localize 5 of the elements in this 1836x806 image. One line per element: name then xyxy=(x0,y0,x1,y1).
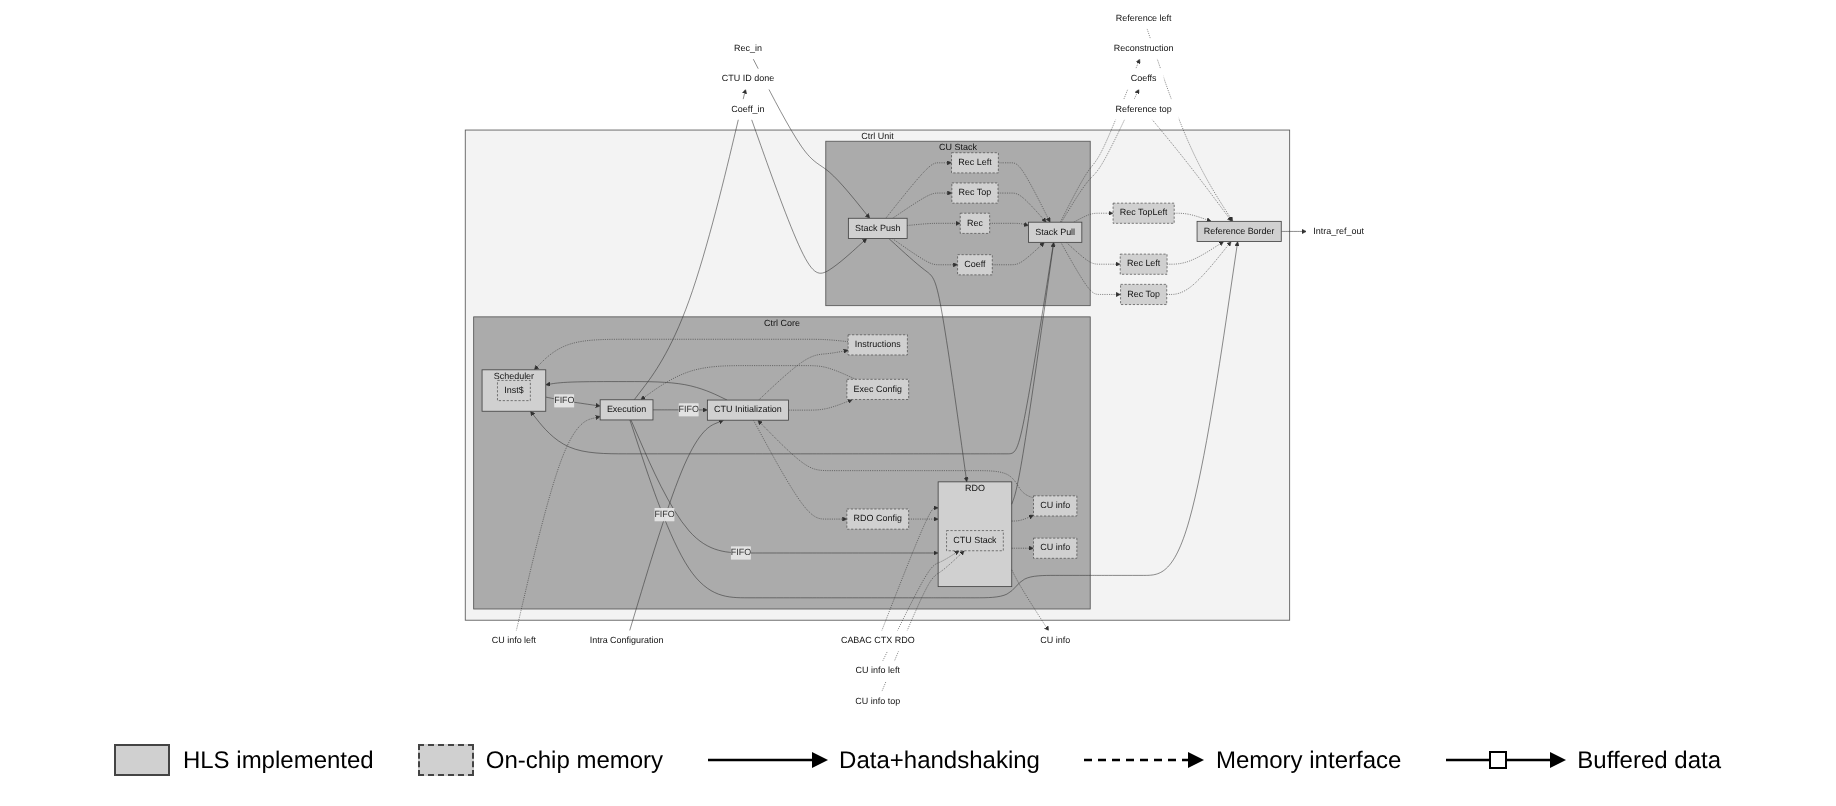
legend-label: Memory interface xyxy=(1215,746,1402,774)
legend-label: Data+handshaking xyxy=(839,746,1040,774)
legend-label: On-chip memory xyxy=(485,746,664,774)
legend-label: HLS implemented xyxy=(182,746,374,774)
legend-label: Buffered data xyxy=(1577,746,1722,774)
